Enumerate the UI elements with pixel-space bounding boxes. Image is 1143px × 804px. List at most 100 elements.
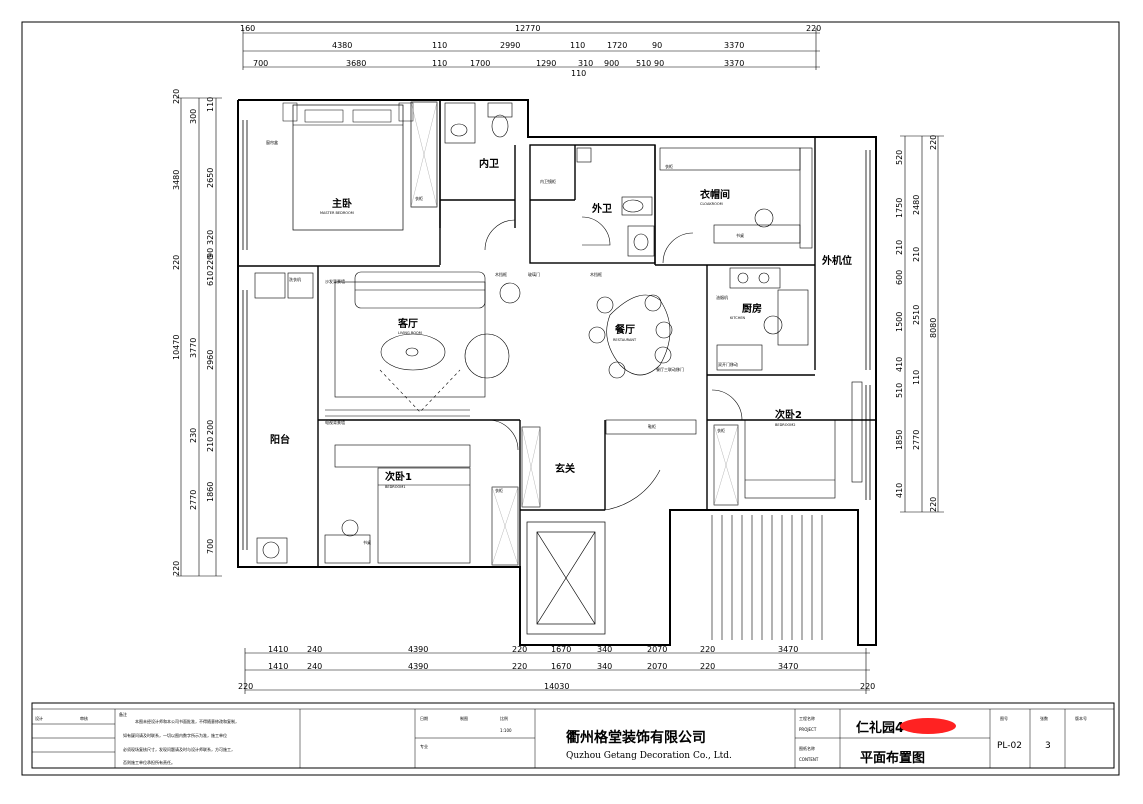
inner-bath [444, 102, 516, 251]
dim-right-inner: 600 [895, 270, 904, 285]
dim-bottom-r1: 340 [597, 645, 612, 654]
redaction-mark [900, 718, 956, 734]
dim-top-r2: 1700 [470, 59, 490, 68]
label-curtain-master: 窗帘盒 [266, 139, 278, 145]
room-label-outer-bath: 外卫 [591, 202, 612, 215]
dim-left-inner: 220 [206, 255, 215, 270]
dim-top-r2-sub: 110 [571, 69, 586, 78]
dim-right-inner: 520 [895, 150, 904, 165]
dim-top-r1: 110 [432, 41, 447, 50]
dim-bottom-r2: 2070 [647, 662, 667, 671]
bottom-dimensions [244, 648, 870, 694]
tb-field-check: 审核 [80, 715, 88, 721]
tb-scale-label: 比例 [500, 715, 508, 721]
staircase [711, 515, 823, 640]
room-label-dining: 餐厅 [614, 323, 635, 336]
tb-field-major: 专业 [420, 743, 428, 749]
room-label-living-en: LIVING ROOM [398, 331, 422, 335]
tb-project-label-en: PROJECT [799, 727, 817, 732]
dining-area [588, 294, 673, 379]
dim-right-inner: 410 [895, 357, 904, 372]
dim-left-inner: 200 [206, 420, 215, 435]
label-shoe-cabinet: 鞋柜 [648, 423, 656, 429]
label-wardrobe-cloak: 衣柜 [665, 163, 673, 169]
company-name-en: Quzhou Getang Decoration Co., Ltd. [566, 751, 732, 761]
dim-left-outer: 3480 [172, 170, 181, 190]
label-washer: 洗衣机 [289, 276, 301, 282]
dim-left-inner: 210 [206, 437, 215, 452]
left-dimensions [176, 97, 222, 577]
room-label-kitchen-en: KITCHEN [730, 316, 746, 320]
dim-bottom-r2: 1410 [268, 662, 288, 671]
label-wood-frame: 木挡框 [495, 271, 507, 277]
dim-left-mid: 2960 [206, 350, 215, 370]
dim-top-left-offset: 160 [240, 24, 255, 33]
room-label-balcony: 阳台 [270, 433, 290, 446]
dim-bottom-r2: 340 [597, 662, 612, 671]
dim-bottom-r1: 220 [512, 645, 527, 654]
tb-project-label: 工程名称 [799, 715, 815, 721]
room-label-bedroom1: 次卧1 [385, 470, 412, 483]
sheet-frame [21, 21, 1120, 776]
dim-top-r1: 3370 [724, 41, 744, 50]
dim-top-r2: 900 [604, 59, 619, 68]
dim-left-outer: 220 [172, 561, 181, 576]
label-wardrobe-b1: 衣柜 [495, 487, 503, 493]
dim-top-r2: 90 [654, 59, 664, 68]
label-sliding-door: 双开门移动 [718, 361, 738, 367]
label-wardrobe-b2: 衣柜 [717, 427, 725, 433]
room-label-master: 主卧 [332, 197, 352, 210]
dim-right-outer: 110 [912, 370, 921, 385]
room-label-bedroom2: 次卧2 [775, 408, 802, 421]
room-label-bedroom2-en: BEDROOM2 [775, 423, 796, 427]
dim-top-r2: 3370 [724, 59, 744, 68]
dim-top-total: 12770 [515, 24, 540, 33]
tb-version-label: 版本号 [1075, 715, 1087, 721]
room-label-dining-en: RESTAURANT [613, 338, 637, 342]
dim-top-r1: 110 [570, 41, 585, 50]
exterior-walls [237, 99, 877, 646]
dim-top-r1: 4380 [332, 41, 352, 50]
tb-drawing-no-label: 图号 [1000, 715, 1008, 721]
dim-bottom-r2: 240 [307, 662, 322, 671]
kitchen [716, 267, 809, 371]
dim-top-r2: 510 [636, 59, 651, 68]
top-dimensions [242, 28, 820, 70]
dim-left-outer: 220 [172, 89, 181, 104]
tb-note-line: 本图未经设计师和本公司书面批准，不得随意修改和复制， [135, 718, 239, 724]
right-dimensions [900, 135, 944, 513]
bedroom-1 [324, 419, 519, 566]
dim-bottom-r2: 220 [700, 662, 715, 671]
tb-note-line: 必须现场复核尺寸，发现问题请及时与设计师联系，方可施工， [123, 746, 235, 752]
dim-right-outer: 2480 [912, 195, 921, 215]
dim-left-inner: 90 [206, 248, 215, 258]
dim-right-outer: 2510 [912, 305, 921, 325]
room-label-master-en: MASTER BEDROOM [320, 211, 354, 215]
label-desk-cloak: 书桌 [736, 232, 744, 238]
dim-left-inner: 1860 [206, 482, 215, 502]
tb-field-design: 设计 [35, 715, 43, 721]
living-room [325, 271, 521, 417]
label-range-hood: 油烟机 [716, 294, 728, 300]
tb-field-note: 备注 [119, 711, 127, 717]
wardrobe-master [410, 101, 438, 208]
dim-top-r1: 2990 [500, 41, 520, 50]
dim-left-outer: 3770 [189, 338, 198, 358]
label-inner-bath-cabinet: 内卫镜柜 [540, 178, 556, 184]
drawing-name: 平面布置图 [860, 750, 925, 766]
room-label-cloakroom: 衣帽间 [700, 188, 730, 201]
cloakroom [659, 147, 813, 264]
balcony [254, 272, 314, 564]
dim-left-inner: 700 [206, 539, 215, 554]
room-label-cloakroom-en: CLOAKROOM [700, 202, 723, 206]
dim-bottom-r2: 3470 [778, 662, 798, 671]
dim-right-inner: 1850 [895, 430, 904, 450]
windows [242, 120, 871, 550]
tb-note-line: 否则施工单位承担所有责任。 [123, 759, 175, 765]
company-name-cn: 衢州格堂装饰有限公司 [566, 729, 706, 746]
room-label-bedroom1-en: BEDROOM1 [385, 485, 406, 489]
dim-top-r1: 1720 [607, 41, 627, 50]
dim-right-outer: 220 [929, 497, 938, 512]
